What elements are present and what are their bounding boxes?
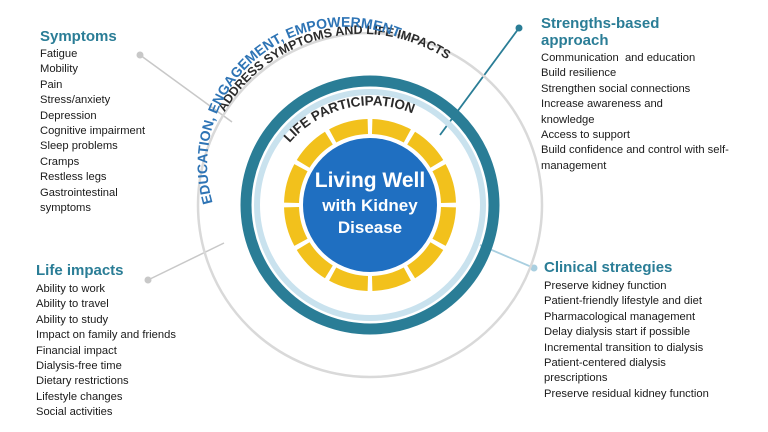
connector-dot-strengths — [515, 24, 523, 32]
clinical-strategies-title: Clinical strategies — [544, 259, 673, 276]
symptoms-item: Stress/anxiety — [40, 94, 111, 107]
symptoms-item: Pain — [40, 78, 63, 91]
life-impacts-item: Impact on family and friends — [36, 329, 176, 342]
connector-dot-clinical — [530, 264, 538, 272]
life-impacts-panel: Life impacts Ability to work Ability to … — [36, 262, 226, 421]
life-impacts-title: Life impacts — [36, 262, 124, 279]
center-title-line3: Disease — [338, 218, 402, 237]
clinical-strategies-item: Patient-friendly lifestyle and diet — [544, 295, 702, 308]
life-impacts-item: Ability to study — [36, 313, 109, 326]
connector-symptoms — [139, 54, 233, 123]
gold-ring-segment — [432, 164, 456, 204]
symptoms-item: Gastrointestinal symptoms — [40, 186, 118, 215]
gold-ring-segment — [407, 242, 444, 279]
center-circle — [303, 138, 437, 272]
clinical-strategies-item: Patient-centered dialysis prescriptions — [544, 357, 666, 385]
gold-ring-segment — [432, 206, 456, 246]
gold-ring-segment — [296, 131, 333, 168]
center-title-line2: with Kidney — [321, 196, 418, 215]
symptoms-item: Cramps — [40, 155, 80, 168]
center-title-line1: Living Well — [315, 169, 425, 192]
strengths-title-line2: approach — [541, 32, 609, 49]
clinical-strategies-item: Delay dialysis start if possible — [544, 326, 691, 339]
gold-ring-segment — [329, 119, 369, 143]
gold-ring-segment — [284, 206, 308, 246]
symptoms-panel: Symptoms Fatigue Mobility Pain Stress/an… — [40, 28, 190, 216]
life-impacts-item: Lifestyle changes — [36, 390, 123, 403]
strengths-item: Access to support — [541, 129, 630, 142]
gold-segmented-ring — [284, 119, 456, 291]
life-impacts-item: Ability to travel — [36, 298, 109, 311]
connector-dot-life-impacts — [144, 276, 152, 284]
strengths-panel: Strengths-based approach Communication a… — [541, 15, 766, 174]
symptoms-item: Sleep problems — [40, 140, 118, 153]
pale-blue-ring — [254, 89, 486, 321]
symptoms-list: Fatigue Mobility Pain Stress/anxiety Dep… — [40, 47, 190, 216]
clinical-strategies-item: Preserve residual kidney function — [544, 387, 709, 400]
life-impacts-list: Ability to work Ability to travel Abilit… — [36, 282, 226, 421]
strengths-title-line1: Strengths-based — [541, 15, 660, 32]
gold-ring-segment — [284, 164, 308, 204]
connector-dot-symptoms — [136, 51, 144, 59]
life-impacts-item: Social activities — [36, 406, 113, 419]
gold-ring-segment — [371, 119, 411, 143]
life-impacts-item: Dietary restrictions — [36, 375, 129, 388]
connector-life-impacts — [147, 242, 225, 281]
symptoms-title: Symptoms — [40, 28, 117, 45]
symptoms-item: Cognitive impairment — [40, 125, 146, 138]
symptoms-item: Restless legs — [40, 171, 107, 184]
gold-ring-segment — [296, 242, 333, 279]
strengths-item: Build confidence and control with self-m… — [541, 144, 729, 172]
strengths-list: Communication and education Build resili… — [541, 51, 766, 174]
clinical-strategies-item: Incremental transition to dialysis — [544, 341, 704, 354]
symptoms-item: Mobility — [40, 63, 78, 76]
teal-ring — [240, 75, 500, 335]
strengths-item: Strengthen social connections — [541, 82, 691, 95]
gold-ring-segment — [371, 267, 411, 291]
outer-ring — [196, 31, 544, 379]
symptoms-item: Depression — [40, 109, 97, 122]
gold-ring-segment — [329, 267, 369, 291]
strengths-item: Build resilience — [541, 67, 617, 80]
strengths-item: Communication and education — [541, 52, 696, 64]
life-impacts-item: Dialysis-free time — [36, 360, 122, 373]
symptoms-item: Fatigue — [40, 48, 78, 60]
life-impacts-item: Ability to work — [36, 283, 106, 295]
life-impacts-item: Financial impact — [36, 344, 117, 357]
clinical-strategies-list: Preserve kidney function Patient-friendl… — [544, 279, 766, 402]
clinical-strategies-item: Preserve kidney function — [544, 280, 667, 292]
gold-ring-segment — [407, 131, 444, 168]
clinical-strategies-item: Pharmacological management — [544, 310, 696, 323]
strengths-item: Increase awareness and knowledge — [541, 98, 663, 126]
clinical-strategies-panel: Clinical strategies Preserve kidney func… — [544, 259, 766, 402]
